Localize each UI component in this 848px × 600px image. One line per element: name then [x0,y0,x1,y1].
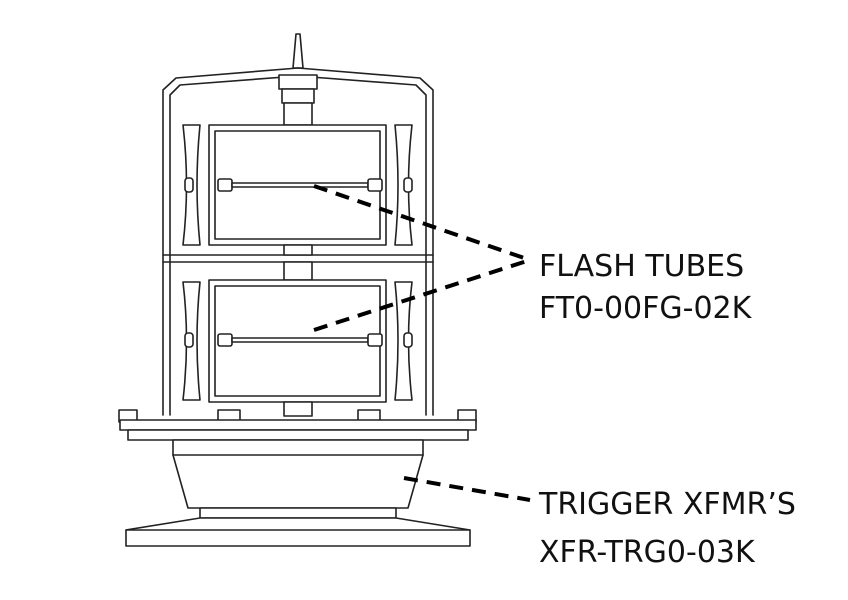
cap-post [278,74,318,126]
lower-flash-tube [217,333,383,347]
top-spike [292,33,304,69]
base-housing [172,439,424,519]
trigger-xfmr-leader [403,476,531,502]
base-flange [119,419,477,441]
flash-tube-leader-upper [313,184,531,262]
flash-tube-leader-lower [313,258,531,332]
trigger-transformers-part-number: XFR-TRG0-03K [539,535,755,570]
flash-tubes-part-number: FT0-00FG-02K [539,291,752,326]
middle-band [162,244,434,281]
flash-tubes-label: FLASH TUBES [539,249,745,284]
trigger-transformers-label: TRIGGER XFMR’S [539,487,796,522]
upper-flash-tube [217,178,383,192]
leader-lines [313,184,531,502]
foot-plate [125,517,471,547]
